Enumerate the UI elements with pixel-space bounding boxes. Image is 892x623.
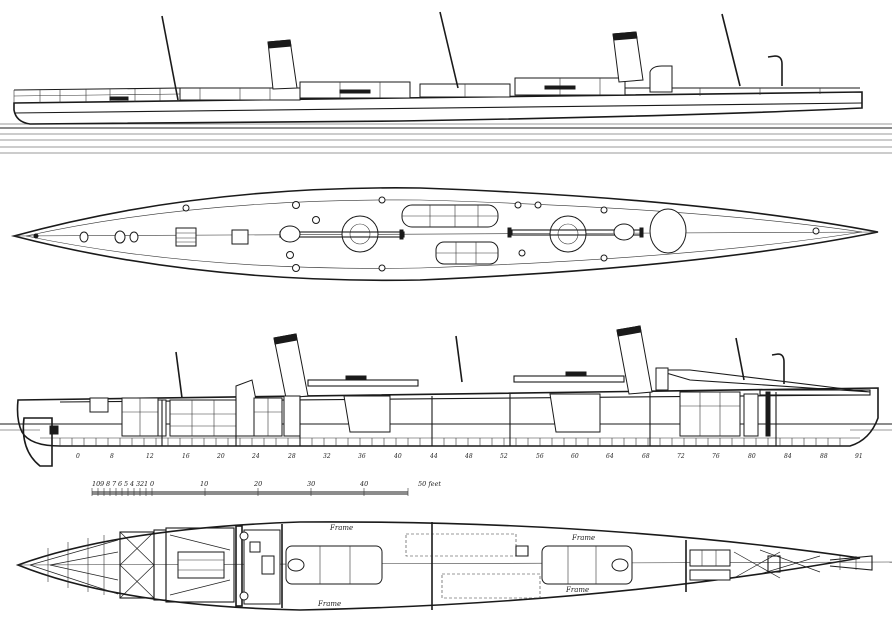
hull-profile <box>13 91 863 125</box>
conning-tower-plan <box>649 208 687 254</box>
scale-tick: 9 <box>100 480 104 488</box>
frame-number: 32 <box>323 453 331 460</box>
aft-gun-mount <box>549 215 587 253</box>
deckhouses <box>401 204 499 265</box>
inboard-aft-funnel <box>616 325 653 395</box>
hold-label-frame-fwd-bottom: Frame <box>317 600 341 608</box>
frame-number: 40 <box>393 453 402 460</box>
inboard-hull <box>16 387 879 447</box>
frame-number: 20 <box>216 453 225 460</box>
scale-tick: 6 <box>118 480 122 488</box>
frame-number: 84 <box>784 453 792 460</box>
scale-tick: 30 <box>307 480 315 488</box>
scale-tick: 0 <box>150 480 154 488</box>
engine-rooms <box>281 522 687 610</box>
torpedo-tubes-deck <box>279 223 644 243</box>
frame-number: 76 <box>712 453 720 460</box>
frame-number: 72 <box>677 453 685 460</box>
frame-number: 80 <box>748 453 756 460</box>
waterlines <box>0 123 892 154</box>
frame-number: 24 <box>251 453 260 460</box>
inboard-mizzen-mast <box>735 337 745 381</box>
hold-plan: Frame Frame Frame Frame <box>15 521 892 611</box>
hold-label-frame-fwd-top: Frame <box>329 524 353 532</box>
scale-tick: 40 <box>359 480 368 488</box>
frame-numbers: 0 8 12 16 20 24 28 32 36 40 44 48 52 56 … <box>76 453 863 460</box>
frame-number: 68 <box>642 453 650 460</box>
scale-tick: 5 <box>124 480 128 488</box>
scale-unit: 50 feet <box>418 480 441 488</box>
scale-tick: 4 <box>129 480 134 488</box>
frame-number: 0 <box>76 453 80 460</box>
main-mast <box>439 11 459 89</box>
frame-number: 8 <box>110 453 114 460</box>
rudder <box>22 417 53 467</box>
machinery-compartments <box>89 379 771 437</box>
deck-fittings <box>79 196 820 272</box>
hold-label-frame-aft-top: Frame <box>571 534 595 542</box>
inboard-fore-mast <box>175 351 183 399</box>
frame-number: 88 <box>820 453 828 460</box>
inboard-ventilator <box>771 353 785 384</box>
outboard-profile-elevation <box>0 11 892 154</box>
frame-ticks <box>59 438 841 446</box>
frame-number: 28 <box>287 453 296 460</box>
frame-number: 12 <box>146 453 154 460</box>
bulkheads <box>161 392 777 446</box>
scale-tick: 10 <box>92 480 100 488</box>
deck-guns-inboard <box>307 369 871 396</box>
scale-bar: 10 9 8 7 6 5 4 3 2 1 0 10 20 30 40 50 fe… <box>91 480 441 496</box>
inboard-main-mast <box>455 335 463 383</box>
frame-number: 60 <box>571 453 579 460</box>
forward-gun-mount <box>341 215 379 253</box>
scale-tick: 2 <box>139 480 144 488</box>
stern-hatching <box>29 535 119 595</box>
scale-tick: 10 <box>200 480 208 488</box>
frame-number: 44 <box>429 453 438 460</box>
frame-number: 56 <box>536 453 544 460</box>
hold-outline <box>15 521 861 611</box>
frame-number: 36 <box>358 453 366 460</box>
deck-plan <box>10 187 879 282</box>
scale-tick: 8 <box>106 480 110 488</box>
scale-tick: 20 <box>253 480 262 488</box>
coal-bunkers <box>119 525 281 607</box>
frame-number: 16 <box>182 453 190 460</box>
frame-number: 64 <box>606 453 614 460</box>
scale-tick: 1 <box>144 480 148 488</box>
inboard-profile: 0 8 12 16 20 24 28 32 36 40 44 48 52 56 … <box>0 325 892 467</box>
conning-tower <box>649 65 673 93</box>
fore-mast <box>161 15 179 101</box>
frame-number: 48 <box>464 453 473 460</box>
mizzen-mast <box>721 13 741 87</box>
scale-tick: 7 <box>112 480 117 488</box>
scale-tick: 3 <box>136 480 140 488</box>
ventilator <box>767 55 783 86</box>
frame-number: 52 <box>500 453 508 460</box>
frame-number: 91 <box>855 453 863 460</box>
deck-railing <box>13 77 860 103</box>
hold-label-frame-aft-bottom: Frame <box>565 586 589 594</box>
fore-peak <box>689 549 873 581</box>
